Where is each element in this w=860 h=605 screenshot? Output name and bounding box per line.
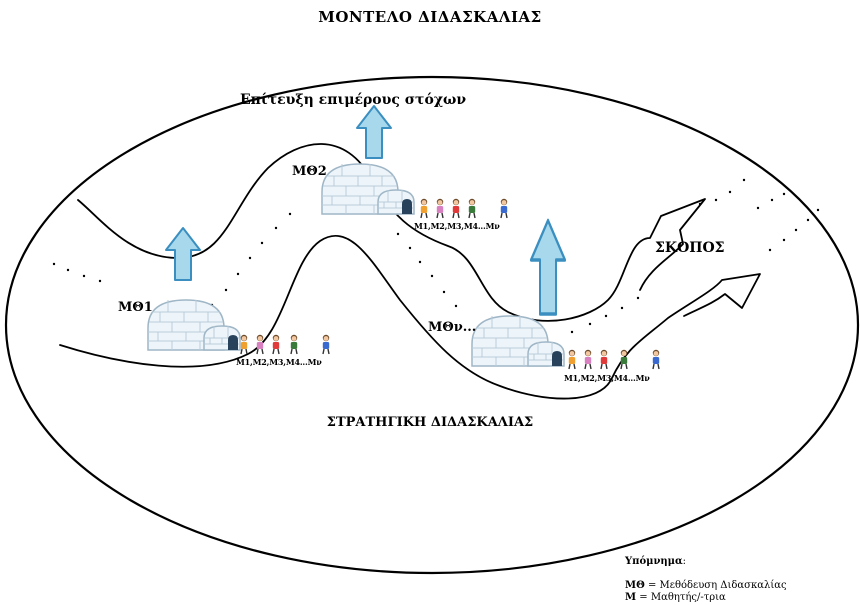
legend-title: Υπόμνημα: <box>625 556 686 567</box>
igloo-icon <box>471 315 565 367</box>
legend-title-colon: : <box>682 556 687 567</box>
legend-meaning: Μεθόδευση Διδασκαλίας <box>659 580 787 591</box>
up-arrow-icon <box>165 227 201 281</box>
node-label: ΜΘ1 <box>118 300 153 315</box>
goal-label: ΣΚΟΠΟΣ <box>655 240 725 256</box>
legend-abbr: Μ <box>625 592 637 603</box>
legend-title-text: Υπόμνημα <box>625 556 683 567</box>
legend-abbr: ΜΘ <box>625 580 645 591</box>
igloo-icon <box>147 299 241 351</box>
node-label: ΜΘ2 <box>292 164 327 179</box>
students-label: Μ1,Μ2,Μ3,Μ4...Μν <box>414 221 500 231</box>
legend-sep: = <box>644 580 660 591</box>
node-label: ΜΘν... <box>428 320 477 335</box>
student-figure-icon <box>420 198 508 219</box>
student-figure-icon <box>568 349 660 370</box>
subgoal-label: Επίτευξη επιμέρους στόχων <box>240 92 467 108</box>
up-arrow-icon <box>529 218 567 316</box>
legend-sep: = <box>636 592 651 603</box>
page-title: ΜΟΝΤΕΛΟ ΔΙΔΑΣΚΑΛΙΑΣ <box>318 8 542 26</box>
students-label: Μ1,Μ2,Μ3,Μ4...Μν <box>236 357 322 367</box>
legend-item: Μ = Μαθητής/-τρια <box>625 592 726 603</box>
igloo-icon <box>321 163 415 215</box>
legend-meaning: Μαθητής/-τρια <box>650 592 726 603</box>
strategy-label: ΣΤΡΑΤΗΓΙΚΗ ΔΙΔΑΣΚΑΛΙΑΣ <box>326 415 534 430</box>
up-arrow-icon <box>356 105 392 159</box>
legend-item: ΜΘ = Μεθόδευση Διδασκαλίας <box>625 580 787 591</box>
students-label: Μ1,Μ2,Μ3,Μ4...Μν <box>564 373 650 383</box>
